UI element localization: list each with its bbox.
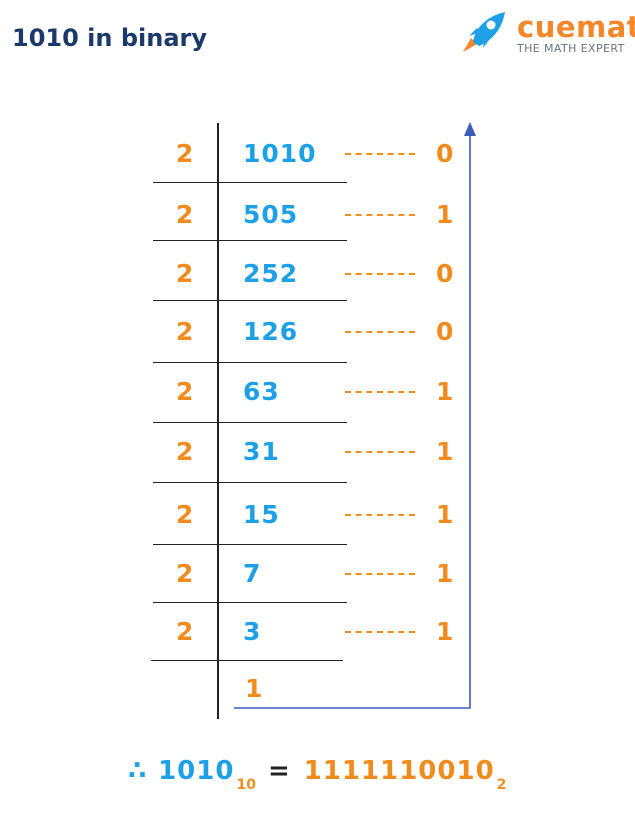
dotted-leader [345, 331, 415, 333]
dividend-value: 1010 [243, 139, 317, 168]
remainder-value: 0 [436, 259, 454, 288]
page-title: 1010 in binary [12, 24, 207, 52]
row-divider [153, 300, 347, 301]
brand-logo: cuemath THE MATH EXPERT [455, 8, 635, 58]
division-row: 2 3 1 [0, 612, 635, 652]
therefore-symbol: ∴ [128, 756, 147, 786]
final-quotient: 1 [245, 674, 263, 703]
dividend-value: 505 [243, 200, 299, 229]
division-row: 2 505 1 [0, 195, 635, 235]
divisor-value: 2 [176, 617, 194, 646]
row-divider [153, 544, 347, 545]
division-row: 2 126 0 [0, 312, 635, 352]
divisor-value: 2 [176, 377, 194, 406]
divisor-value: 2 [176, 317, 194, 346]
dividend-value: 31 [243, 437, 280, 466]
decimal-value: 1010 [158, 756, 235, 786]
dividend-value: 63 [243, 377, 280, 406]
dotted-leader [345, 573, 415, 575]
row-divider [153, 482, 347, 483]
rocket-icon [463, 12, 505, 52]
divisor-value: 2 [176, 259, 194, 288]
division-row: 2 7 1 [0, 554, 635, 594]
remainder-value: 1 [436, 559, 454, 588]
divisor-value: 2 [176, 437, 194, 466]
dividend-value: 252 [243, 259, 299, 288]
remainder-value: 1 [436, 437, 454, 466]
remainder-value: 0 [436, 139, 454, 168]
dotted-leader [345, 514, 415, 516]
divisor-value: 2 [176, 200, 194, 229]
division-row: 2 15 1 [0, 495, 635, 535]
brand-tagline: THE MATH EXPERT [517, 42, 625, 55]
remainder-value: 1 [436, 500, 454, 529]
division-row: 2 252 0 [0, 254, 635, 294]
division-row: 2 31 1 [0, 432, 635, 472]
remainder-value: 0 [436, 317, 454, 346]
dotted-leader [345, 631, 415, 633]
remainder-value: 1 [436, 617, 454, 646]
binary-base: 2 [496, 777, 507, 793]
division-row: 2 1010 0 [0, 134, 635, 174]
divisor-value: 2 [176, 559, 194, 588]
divisor-value: 2 [176, 139, 194, 168]
dividend-value: 126 [243, 317, 299, 346]
division-row: 2 63 1 [0, 372, 635, 412]
row-divider [153, 240, 347, 241]
row-divider [153, 362, 347, 363]
dividend-value: 15 [243, 500, 280, 529]
dividend-value: 3 [243, 617, 262, 646]
dotted-leader [345, 273, 415, 275]
dotted-leader [345, 391, 415, 393]
row-divider [153, 182, 347, 183]
division-vertical-line [217, 123, 219, 719]
row-divider [153, 602, 347, 603]
equals-sign: = [267, 756, 290, 786]
decimal-base: 10 [236, 777, 256, 793]
remainder-value: 1 [436, 200, 454, 229]
divisor-value: 2 [176, 500, 194, 529]
brand-name: cuemath [517, 10, 635, 44]
binary-value: 1111110010 [303, 756, 495, 786]
row-divider [151, 660, 343, 661]
dotted-leader [345, 153, 415, 155]
dotted-leader [345, 214, 415, 216]
dividend-value: 7 [243, 559, 262, 588]
remainder-value: 1 [436, 377, 454, 406]
row-divider [153, 422, 347, 423]
dotted-leader [345, 451, 415, 453]
